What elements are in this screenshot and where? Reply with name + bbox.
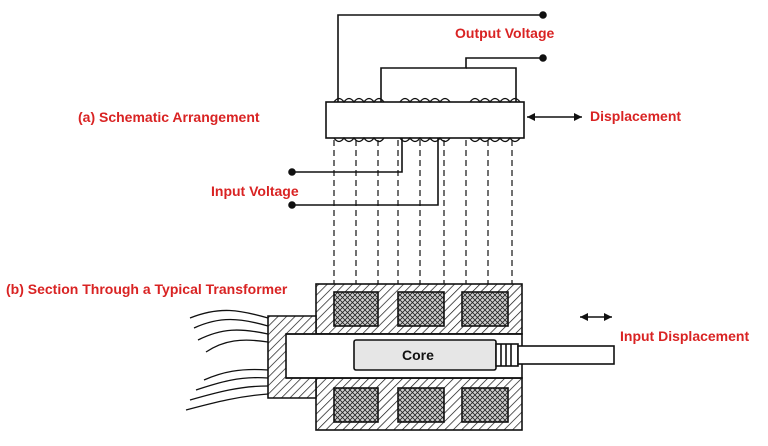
schematic-arrangement xyxy=(288,11,582,209)
coil-windings xyxy=(333,97,521,143)
section-label: (b) Section Through a Typical Transforme… xyxy=(6,281,288,297)
coil-bottom-1 xyxy=(333,387,379,423)
schematic-former xyxy=(325,101,525,139)
displacement-label: Displacement xyxy=(590,108,682,124)
coil-top-1 xyxy=(333,291,379,327)
input-lead-2 xyxy=(292,138,439,206)
core-thread xyxy=(495,343,519,367)
input-terminal-2 xyxy=(288,201,296,209)
input-lead-1 xyxy=(292,138,403,173)
coil-top-2 xyxy=(397,291,445,327)
lead-wires-top xyxy=(189,309,269,353)
output-terminal-2 xyxy=(539,54,547,62)
input-voltage-label: Input Voltage xyxy=(211,183,299,199)
output-link xyxy=(466,67,517,102)
coil-bottom-3 xyxy=(461,387,509,423)
output-lead-upper xyxy=(337,14,543,102)
output-terminal-1 xyxy=(539,11,547,19)
transformer-section xyxy=(185,283,615,431)
lead-wires-bottom xyxy=(185,368,269,411)
projection-lines xyxy=(333,140,513,284)
input-displacement-label: Input Displacement xyxy=(620,328,750,344)
schematic-label: (a) Schematic Arrangement xyxy=(78,109,260,125)
output-lead-lower xyxy=(380,57,543,102)
input-terminal-1 xyxy=(288,168,296,176)
core-label: Core xyxy=(402,347,434,363)
coil-top-3 xyxy=(461,291,509,327)
coil-bottom-2 xyxy=(397,387,445,423)
push-rod xyxy=(517,345,615,365)
output-voltage-label: Output Voltage xyxy=(455,25,555,41)
